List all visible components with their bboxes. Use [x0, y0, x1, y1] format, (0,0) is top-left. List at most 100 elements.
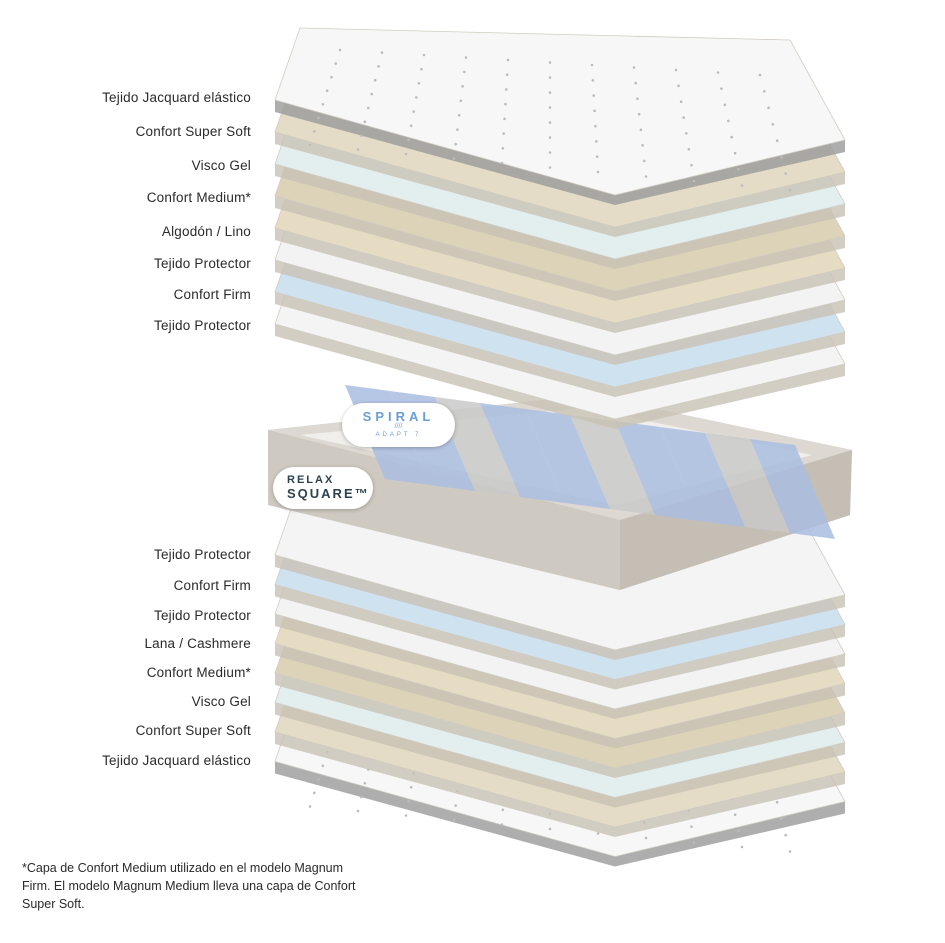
tuft-dot	[595, 155, 599, 159]
tuft-dot	[679, 100, 683, 104]
tuft-dot	[407, 800, 410, 803]
tuft-dot	[641, 144, 644, 147]
tuft-dot	[363, 120, 367, 124]
tuft-dot	[737, 168, 740, 171]
tuft-dot	[503, 117, 506, 121]
layer-label: Tejido Protector	[154, 608, 251, 623]
spiral-badge-mark: ////	[394, 423, 403, 430]
tuft-dot	[308, 143, 312, 147]
tuft-dot	[452, 818, 456, 822]
relax-badge-line2: SQUARE™	[287, 486, 370, 501]
tuft-dot	[417, 81, 421, 85]
tuft-dot	[454, 142, 458, 146]
tuft-dot	[308, 805, 312, 808]
tuft-dot	[422, 53, 426, 57]
tuft-dot	[639, 128, 643, 132]
tuft-dot	[462, 70, 466, 74]
footnote: *Capa de Confort Medium utilizado en el …	[22, 861, 356, 911]
tuft-dot	[767, 106, 770, 110]
tuft-dot	[500, 823, 504, 826]
tuft-dot	[723, 103, 727, 107]
layer-label: Visco Gel	[191, 158, 251, 173]
tuft-dot	[548, 61, 552, 64]
tuft-dot	[596, 170, 600, 174]
tuft-dot	[414, 96, 418, 99]
tuft-dot	[788, 850, 792, 853]
tuft-dot	[420, 67, 423, 71]
tuft-dot	[548, 136, 552, 139]
tuft-dot	[502, 132, 506, 135]
tuft-dot	[370, 92, 374, 96]
tuft-dot	[412, 110, 416, 113]
tuft-dot	[716, 71, 720, 74]
tuft-dot	[784, 833, 788, 837]
layer-label: Tejido Jacquard elástico	[102, 753, 251, 768]
tuft-dot	[784, 172, 788, 175]
tuft-dot	[592, 94, 596, 97]
spring-column	[660, 427, 745, 527]
tuft-dot	[459, 99, 463, 103]
tuft-dot	[404, 152, 408, 156]
spring-column	[615, 421, 700, 521]
tuft-dot	[504, 102, 507, 106]
tuft-dot	[740, 845, 744, 849]
tuft-dot	[636, 97, 639, 100]
layer-label: Lana / Cashmere	[144, 636, 251, 651]
tuft-dot	[548, 166, 552, 169]
spiral-badge-subtitle: ADAPT 7	[375, 432, 422, 438]
tuft-dot	[634, 81, 638, 85]
tuft-dot	[456, 128, 459, 131]
tuft-dot	[338, 48, 342, 52]
tuft-dot	[317, 116, 320, 120]
tuft-dot	[596, 832, 600, 835]
tuft-dot	[317, 778, 320, 781]
tuft-dot	[506, 58, 510, 62]
tuft-dot	[360, 134, 363, 137]
layer-label: Confort Medium*	[146, 190, 251, 205]
tuft-dot	[404, 814, 408, 817]
tuft-dot	[312, 130, 316, 133]
tuft-dot	[684, 132, 688, 135]
spring-column	[435, 397, 520, 497]
spring-column	[750, 439, 835, 539]
tuft-dot	[377, 65, 380, 68]
spring-column	[705, 433, 790, 533]
spiral-adapt-badge: SPIRAL //// ADAPT 7	[342, 403, 455, 447]
layer-label: Tejido Jacquard elástico	[102, 90, 251, 105]
tuft-dot	[687, 147, 691, 151]
tuft-dot	[454, 804, 458, 807]
tuft-dot	[321, 764, 325, 768]
tuft-dot	[591, 78, 595, 82]
layer-label: Confort Firm	[173, 287, 251, 302]
tuft-dot	[780, 155, 783, 159]
tuft-dot	[548, 827, 552, 831]
tuft-dot	[771, 122, 775, 126]
tuft-dot	[637, 112, 641, 116]
tuft-dot	[674, 68, 678, 72]
tuft-dot	[548, 106, 552, 109]
tuft-dot	[788, 188, 792, 192]
tuft-dot	[501, 146, 505, 150]
tuft-dot	[548, 91, 552, 94]
layer-label: Confort Medium*	[146, 665, 251, 680]
layer-label: Algodón / Lino	[161, 224, 251, 239]
tuft-dot	[356, 809, 360, 813]
tuft-dot	[457, 113, 461, 117]
tuft-dot	[409, 124, 413, 128]
tuft-dot	[312, 791, 316, 795]
tuft-dot	[733, 813, 737, 817]
tuft-dot	[360, 795, 363, 799]
tuft-dot	[356, 148, 360, 151]
tuft-dot	[740, 184, 744, 187]
tuft-dot	[373, 78, 377, 82]
tuft-dot	[380, 51, 384, 54]
spring-column	[570, 415, 655, 515]
tuft-dot	[692, 841, 696, 844]
layer-label: Confort Super Soft	[135, 723, 251, 738]
spiral-springs	[345, 385, 835, 539]
tuft-dot	[593, 109, 596, 113]
tuft-dot	[737, 829, 740, 833]
tuft-dot	[682, 116, 686, 119]
layer-label: Tejido Protector	[154, 547, 251, 562]
